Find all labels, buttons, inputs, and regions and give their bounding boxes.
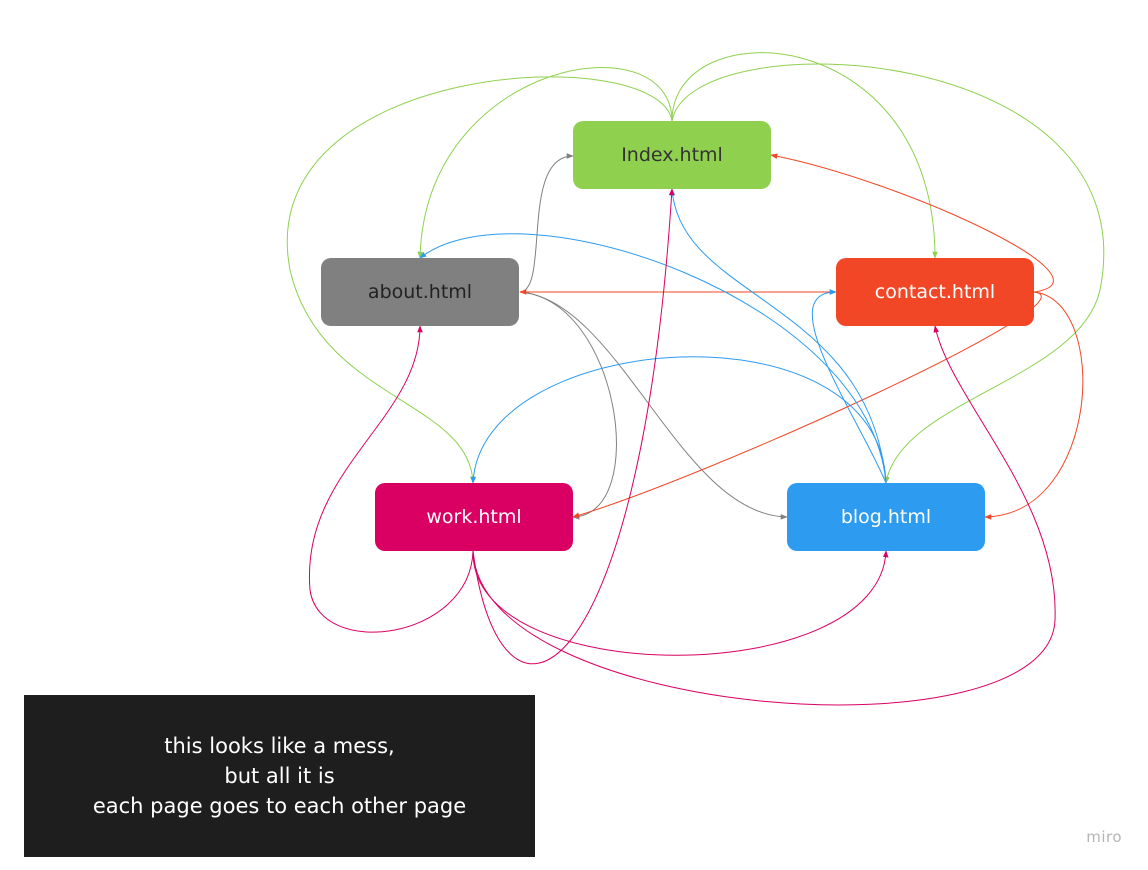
note-line: this looks like a mess, [164,734,395,758]
connector-work-to-index[interactable] [472,188,675,665]
node-label: contact.html [874,281,996,303]
connector-about-to-blog[interactable] [519,291,788,520]
node-about-html[interactable]: about.html [321,258,519,326]
connector-group [286,52,1104,706]
connector-work-to-contact[interactable] [472,325,1056,706]
miro-watermark: miro [1086,828,1122,846]
note-line: but all it is [224,764,335,788]
connector-work-to-blog[interactable] [472,550,889,656]
connector-contact-to-blog[interactable] [984,291,1084,520]
connector-blog-to-about[interactable] [419,233,887,484]
connector-about-to-work[interactable] [519,291,617,520]
node-label: Index.html [621,144,723,166]
node-index-html[interactable]: Index.html [573,121,771,189]
connector-blog-to-index[interactable] [669,188,887,484]
node-blog-html[interactable]: blog.html [787,483,985,551]
note-line: each page goes to each other page [92,794,467,818]
connector-blog-to-work[interactable] [470,356,887,484]
connector-index-to-blog[interactable] [671,63,1104,484]
connector-blog-to-contact[interactable] [811,289,887,484]
node-label: work.html [426,506,522,528]
connector-work-to-about[interactable] [308,325,474,633]
sticky-note[interactable]: this looks like a mess, but all it is ea… [24,695,535,857]
node-label: blog.html [840,506,932,528]
connector-contact-to-index[interactable] [770,153,1054,293]
connector-contact-to-work[interactable] [572,291,1042,518]
connector-about-to-index[interactable] [519,153,574,293]
node-label: about.html [367,281,473,303]
connector-index-to-contact[interactable] [671,52,938,259]
node-contact-html[interactable]: contact.html [836,258,1034,326]
node-work-html[interactable]: work.html [375,483,573,551]
